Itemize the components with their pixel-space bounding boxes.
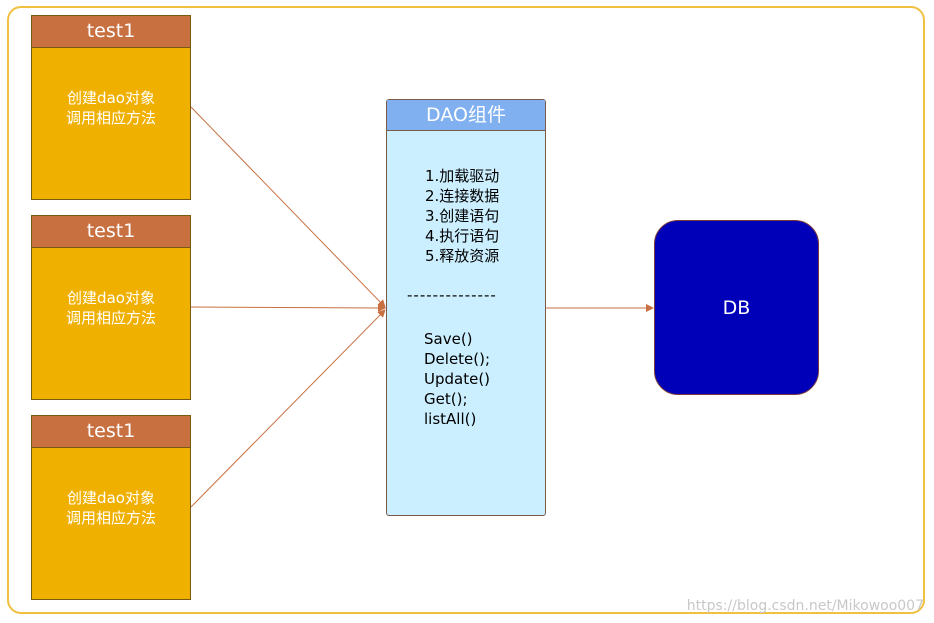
connector-client-1-to-dao bbox=[190, 106, 386, 308]
client-box-3: test1 创建dao对象 调用相应方法 bbox=[31, 415, 191, 600]
dao-method: listAll() bbox=[424, 410, 477, 428]
connector-client-2-to-dao bbox=[190, 303, 386, 312]
client-line-1: 创建dao对象 bbox=[67, 489, 155, 507]
dao-step: 3.创建语句 bbox=[425, 207, 500, 225]
dao-step: 4.执行语句 bbox=[425, 227, 500, 245]
client-description: 创建dao对象 调用相应方法 bbox=[32, 448, 190, 528]
client-title: test1 bbox=[32, 16, 190, 48]
diagram-frame bbox=[7, 6, 925, 614]
dao-title: DAO组件 bbox=[387, 100, 545, 131]
client-description: 创建dao对象 调用相应方法 bbox=[32, 248, 190, 328]
client-box-1: test1 创建dao对象 调用相应方法 bbox=[31, 15, 191, 200]
dao-component: DAO组件 1.加载驱动 2.连接数据 3.创建语句 4.执行语句 5.释放资源… bbox=[386, 99, 546, 516]
client-line-2: 调用相应方法 bbox=[65, 309, 156, 327]
dao-divider: -------------- bbox=[407, 286, 497, 304]
database-label: DB bbox=[722, 296, 751, 319]
dao-step: 1.加载驱动 bbox=[425, 167, 500, 185]
client-line-1: 创建dao对象 bbox=[67, 289, 155, 307]
dao-step: 2.连接数据 bbox=[425, 187, 500, 205]
client-description: 创建dao对象 调用相应方法 bbox=[32, 48, 190, 128]
dao-method: Delete(); bbox=[424, 350, 491, 368]
client-line-2: 调用相应方法 bbox=[65, 109, 156, 127]
dao-method: Save() bbox=[424, 330, 473, 348]
dao-method: Update() bbox=[424, 370, 491, 388]
client-line-2: 调用相应方法 bbox=[65, 509, 156, 527]
client-title: test1 bbox=[32, 416, 190, 448]
dao-methods: Save() Delete(); Update() Get(); listAll… bbox=[424, 329, 490, 429]
dao-step: 5.释放资源 bbox=[425, 247, 500, 265]
dao-steps: 1.加载驱动 2.连接数据 3.创建语句 4.执行语句 5.释放资源 bbox=[425, 166, 499, 266]
client-title: test1 bbox=[32, 216, 190, 248]
dao-method: Get(); bbox=[424, 390, 468, 408]
connector-client-3-to-dao bbox=[190, 309, 386, 508]
client-line-1: 创建dao对象 bbox=[67, 89, 155, 107]
database-box: DB bbox=[654, 220, 819, 395]
client-box-2: test1 创建dao对象 调用相应方法 bbox=[31, 215, 191, 400]
watermark: https://blog.csdn.net/Mikowoo007 bbox=[686, 598, 924, 614]
